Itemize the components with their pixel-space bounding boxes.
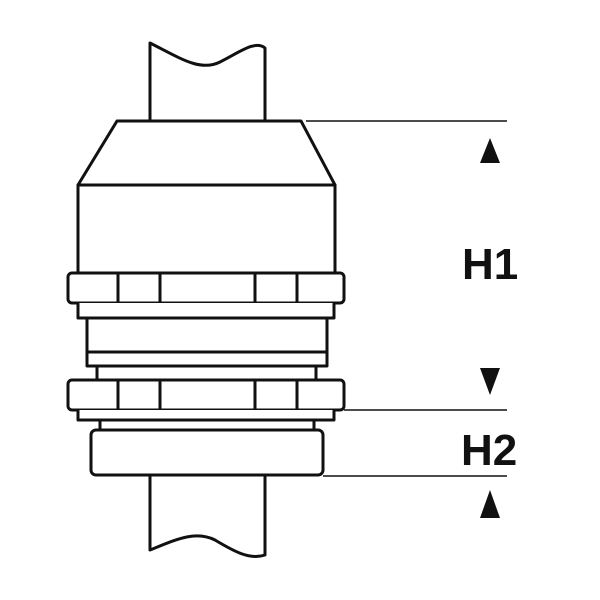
cable-bottom: [148, 473, 267, 558]
cable-top: [148, 41, 267, 127]
h1-arrow-down: [480, 368, 500, 395]
h1-arrow-up: [480, 138, 500, 163]
lower-hex: [66, 378, 346, 422]
upper-hex-nut: [66, 271, 346, 320]
thread: [89, 418, 325, 477]
h2-label: H2: [461, 426, 518, 475]
h2-arrow-up: [480, 490, 500, 518]
h1-label: H1: [462, 240, 519, 289]
body-neck: [85, 316, 329, 382]
dome-nut: [76, 119, 337, 275]
